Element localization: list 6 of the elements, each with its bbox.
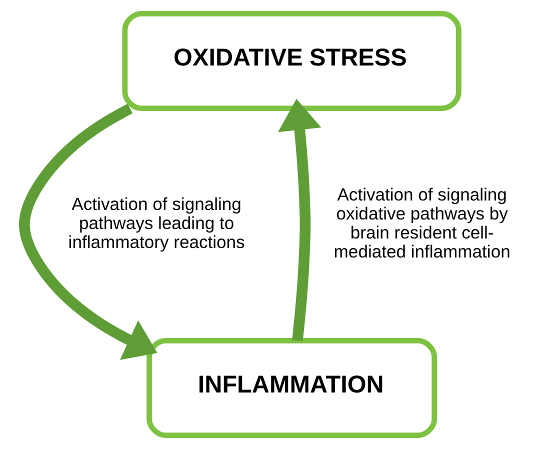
- node-box: OXIDATIVE STRESS: [122, 10, 462, 111]
- arrow: [278, 98, 322, 342]
- arrow: [19, 104, 158, 360]
- node-box: INFLAMMATION: [146, 338, 438, 438]
- edge-label: Activation of signaling pathways leading to inflammatory reactions: [68, 194, 245, 252]
- edge-label: Activation of signaling oxidative pathways by brain resident cell-mediated inflammation: [334, 184, 510, 262]
